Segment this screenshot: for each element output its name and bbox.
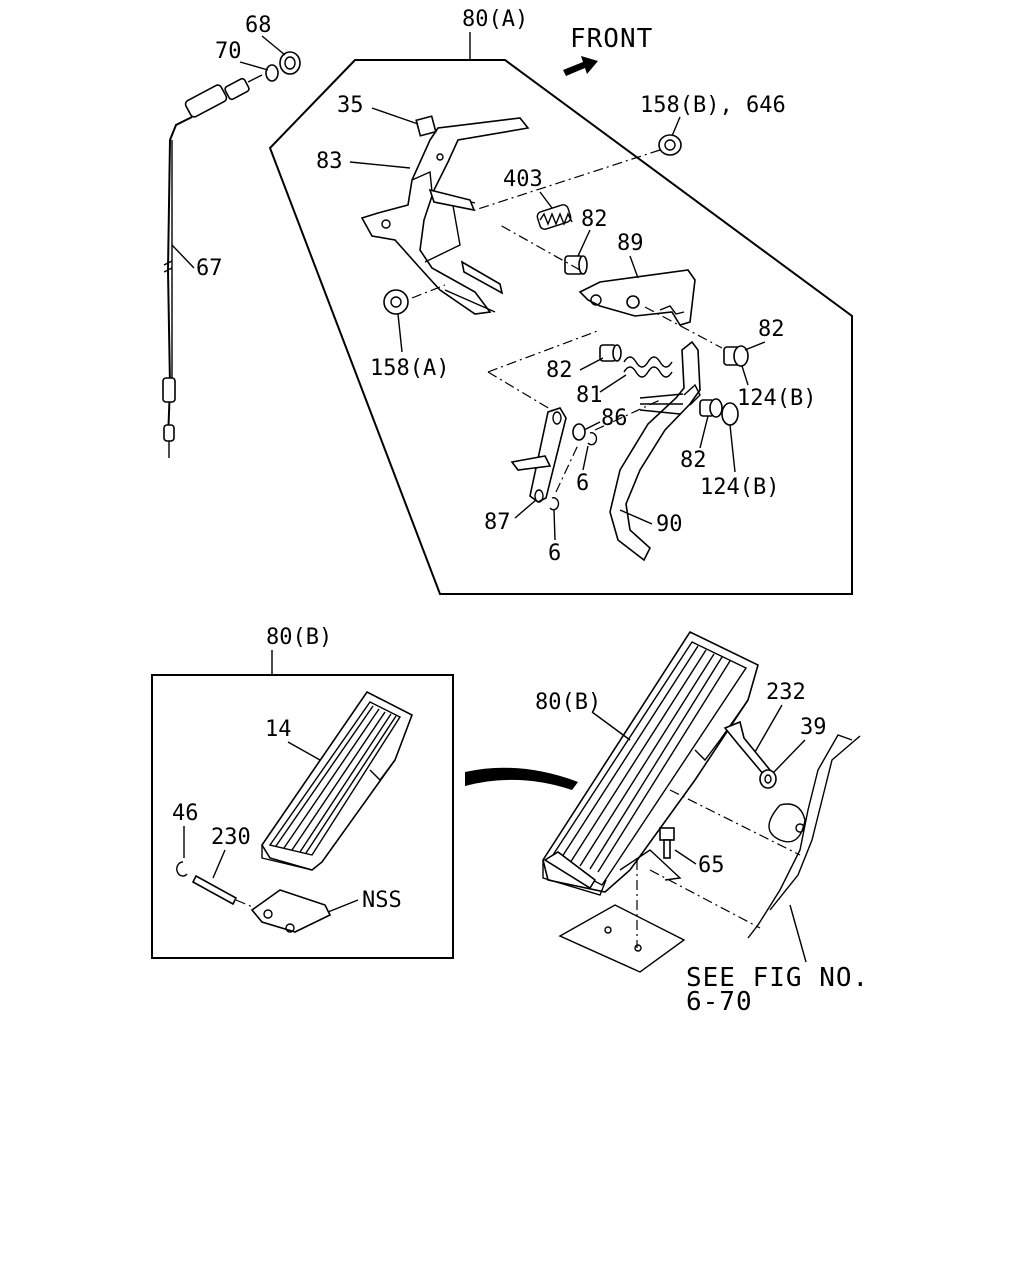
callout-14: 14 [265, 717, 292, 742]
see-fig-line-1: SEE FIG NO. [686, 963, 869, 993]
callout-232: 232 [766, 680, 806, 705]
callout-6-a: 6 [576, 471, 589, 496]
callout-46: 46 [172, 801, 199, 826]
cap-35 [415, 115, 437, 137]
callout-90: 90 [656, 512, 683, 537]
callout-86: 86 [601, 406, 628, 431]
callout-81: 81 [576, 383, 603, 408]
callout-230: 230 [211, 825, 251, 850]
hinge-bracket-nss [250, 889, 332, 933]
front-arrow-icon [563, 56, 598, 76]
washer-70 [265, 64, 279, 82]
return-spring-81 [623, 356, 673, 378]
bolt-232 [723, 720, 772, 777]
bushing-82-mid [599, 344, 622, 362]
body-panel [747, 734, 861, 939]
assembly-b-box-label: 80(B) [266, 625, 332, 650]
callout-nss: NSS [362, 888, 402, 913]
callout-82-b: 82 [758, 317, 785, 342]
callout-158a: 158(A) [370, 356, 449, 381]
callout-83: 83 [316, 149, 343, 174]
assembly-a-label: 80(A) [462, 7, 528, 32]
see-fig-line-2: 6-70 [686, 987, 753, 1017]
bolt-65 [659, 827, 675, 859]
clip-6-lower [549, 497, 560, 511]
e-clip-46 [176, 861, 188, 877]
nut-158b-646 [658, 134, 682, 156]
callout-158b-646: 158(B), 646 [640, 93, 786, 118]
callout-82-a: 82 [581, 207, 608, 232]
pivot-shaft [428, 188, 504, 295]
assembly-arrow-icon [465, 767, 578, 790]
link-rod-87 [510, 407, 567, 503]
callout-35: 35 [337, 93, 364, 118]
callout-65: 65 [698, 853, 725, 878]
pin-230 [191, 874, 238, 906]
clip-6-upper [587, 432, 598, 446]
bushing-82-lower [699, 398, 739, 426]
pedal-bracket-83 [360, 117, 530, 315]
callout-39: 39 [800, 715, 827, 740]
callout-70: 70 [215, 39, 242, 64]
assembly-a-boundary [268, 59, 853, 595]
throttle-cable-67 [162, 74, 263, 458]
bushing-82-right [723, 345, 749, 367]
callout-82-d: 82 [680, 448, 707, 473]
floor-plate [558, 904, 686, 973]
callout-80b: 80(B) [535, 690, 601, 715]
spring-403 [536, 204, 573, 230]
callout-82-c: 82 [546, 358, 573, 383]
callout-6-b: 6 [548, 541, 561, 566]
callout-68: 68 [245, 13, 272, 38]
assembly-b-box [151, 674, 454, 959]
callout-403: 403 [503, 167, 543, 192]
washer-86 [572, 423, 586, 441]
pedal-pad-14 [261, 690, 414, 871]
cable-nut-68 [279, 51, 301, 75]
installed-pedal-80b [542, 630, 759, 896]
bushing-82-upper [564, 255, 588, 275]
callout-89: 89 [617, 231, 644, 256]
callout-67: 67 [196, 256, 223, 281]
nut-39 [759, 769, 777, 789]
callout-87: 87 [484, 510, 511, 535]
callout-124b-a: 124(B) [737, 386, 816, 411]
lever-89 [578, 269, 696, 326]
pedal-arm-90 [609, 340, 701, 562]
front-label: FRONT [570, 24, 653, 54]
callout-124b-b: 124(B) [700, 475, 779, 500]
nut-158a [383, 289, 409, 315]
